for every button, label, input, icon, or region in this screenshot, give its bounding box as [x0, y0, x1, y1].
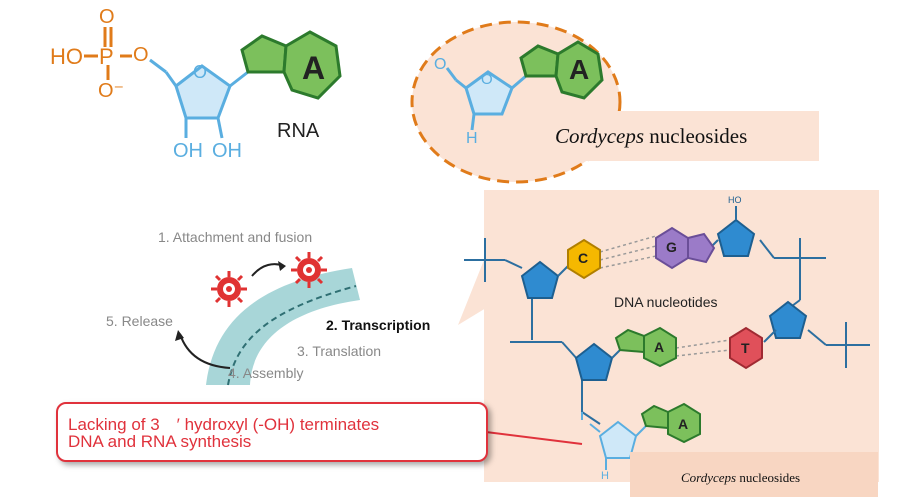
c5-bond — [455, 78, 467, 90]
release-arrowhead — [175, 330, 184, 341]
base-c-hexagon — [567, 238, 601, 280]
cordycepin-bottom-rest: nucleosides — [736, 470, 801, 485]
c-o-bond — [445, 67, 458, 81]
cg-hbond-1 — [599, 235, 657, 253]
dna-h-label: H — [601, 470, 609, 482]
oh-stem-right — [216, 117, 224, 139]
dna-sugar-2 — [574, 342, 614, 381]
base-g-letter: G — [666, 239, 677, 255]
ch2-sugar-bond — [164, 71, 178, 87]
cordycepin-low-hexagon — [667, 402, 701, 444]
step-translation: 3. Translation — [297, 343, 382, 359]
cordycepin-top-rest: nucleosides — [644, 124, 748, 148]
cordycepin-base-letter: A — [569, 54, 590, 85]
base-g-pentagon — [687, 232, 716, 264]
cordycepin-ring-o-label: O — [481, 71, 493, 88]
phosphate-ho-label: HO — [50, 44, 83, 69]
top-base-pentagon — [519, 44, 560, 78]
virus-particle-left — [211, 271, 247, 307]
phosphate-p-label: P — [99, 44, 114, 69]
cordycepin-low-sugar — [598, 420, 638, 459]
dna-sugar-4 — [768, 300, 808, 339]
callout-line-1: Lacking of 3 ′ hydroxyl (-OH) terminates — [68, 415, 380, 434]
cordycepin-top-italic: Cordyceps — [555, 124, 645, 148]
cordycepin-top-label: Cordyceps nucleosides — [555, 124, 747, 149]
base-c-letter: C — [578, 250, 589, 266]
base-hexagon — [282, 30, 342, 100]
glycosidic-bond-top — [511, 74, 527, 90]
hydroxyl-right-label: OH — [212, 140, 242, 162]
o-ch2-bond — [149, 58, 167, 74]
hydroxyl-left-label: OH — [173, 140, 203, 162]
cg-hbond-2 — [599, 245, 657, 261]
step-release: 5. Release — [106, 313, 173, 329]
ester-o-label: O — [133, 44, 149, 66]
cordycepin-low-base-letter: A — [678, 416, 689, 432]
base-t-hexagon — [729, 326, 763, 370]
dna-ho-label: HO — [728, 195, 742, 205]
base-a-hexagon — [643, 326, 677, 368]
cordycepin-bottom-label: Cordyceps nucleosides — [681, 470, 800, 486]
base-a-letter: A — [654, 339, 665, 355]
panel-pointer-wedge — [458, 255, 486, 325]
release-arrow — [179, 333, 231, 369]
ribose-o-label: O — [193, 62, 208, 82]
cordycepin-low-pentagon — [640, 404, 669, 430]
virus-particle-right — [291, 252, 327, 288]
dna-sugar-1 — [520, 260, 560, 299]
ribose-ring — [174, 64, 232, 120]
step-transcription: 2. Transcription — [326, 317, 431, 333]
callout-line-2: DNA and RNA synthesis — [68, 432, 252, 451]
membrane-inner-dashed — [227, 285, 357, 386]
dna-sugar-3 — [716, 218, 756, 257]
attachment-arrowhead — [278, 261, 286, 271]
phosphate-o-bottom-label: O⁻ — [98, 80, 125, 102]
rna-nucleotide — [84, 27, 342, 139]
rna-label: RNA — [277, 120, 320, 142]
deoxy-ribose-ring — [464, 70, 514, 116]
h-stem — [470, 113, 476, 131]
replication-cycle-figure — [175, 252, 360, 386]
cordycepin-bottom-italic: Cordyceps — [681, 470, 737, 485]
step-attachment: 1. Attachment and fusion — [158, 229, 313, 245]
cordycepin-bottom-label-box — [630, 452, 878, 497]
top-base-hexagon — [554, 40, 604, 100]
cordycepin-o-label: O — [434, 56, 447, 73]
callout-box — [56, 402, 488, 462]
base-pentagon — [240, 34, 288, 74]
rna-base-letter: A — [302, 50, 326, 86]
base-t-letter: T — [741, 340, 750, 356]
step-assembly: 4. Assembly — [228, 365, 304, 381]
base-a-pentagon — [614, 328, 645, 354]
phosphate-o-top-label: O — [99, 6, 115, 28]
cordycepin-top-label-box — [505, 111, 819, 161]
cordycepin-h-label: H — [466, 130, 478, 147]
dna-nucleotides-title: DNA nucleotides — [614, 294, 718, 310]
glycosidic-bond — [229, 70, 249, 88]
